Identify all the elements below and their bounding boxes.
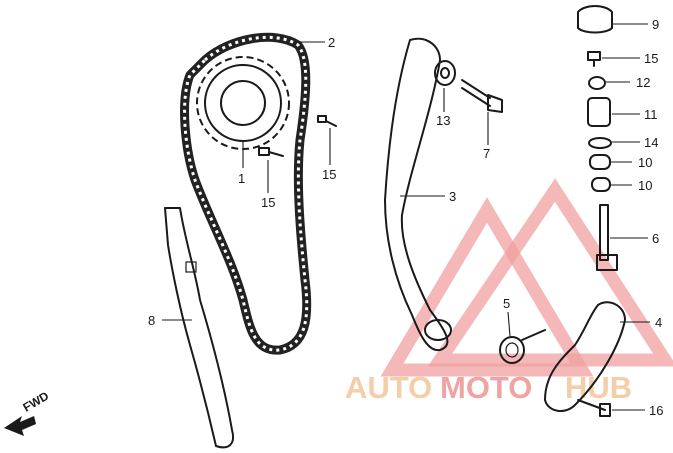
- watermark-auto: AUTO: [345, 370, 432, 405]
- watermark-logo: AUTO MOTO HUB: [345, 178, 673, 405]
- callout-10b: 10: [638, 178, 652, 193]
- washer-12: [588, 76, 606, 90]
- spring-5: [499, 329, 546, 364]
- bolt-15-right: [587, 51, 601, 67]
- cam-sprocket: [196, 56, 290, 150]
- callout-5: 5: [503, 296, 510, 311]
- cam-chain: [180, 32, 312, 355]
- callout-9: 9: [652, 17, 659, 32]
- lifter-body-11: [587, 97, 611, 127]
- callout-8: 8: [148, 313, 155, 328]
- bolt-16: [577, 399, 611, 417]
- sealing-washer-10a: [589, 154, 611, 170]
- callout-15c: 15: [644, 51, 658, 66]
- watermark-triangle-left: [380, 197, 594, 377]
- bolt-7: [461, 79, 503, 113]
- pushrod-6: [596, 204, 618, 271]
- callout-16: 16: [649, 403, 663, 418]
- callout-13: 13: [436, 113, 450, 128]
- watermark-moto: MOTO: [440, 370, 532, 405]
- sealing-washer-10b: [591, 177, 611, 192]
- tensioner-slipper: [384, 37, 452, 352]
- callout-15a: 15: [261, 195, 275, 210]
- fwd-label: FWD: [21, 389, 52, 415]
- callout-4: 4: [655, 315, 662, 330]
- callout-10a: 10: [638, 155, 652, 170]
- lifter-cap-9: [577, 5, 613, 34]
- callout-2: 2: [328, 35, 335, 50]
- callout-1: 1: [238, 171, 245, 186]
- sprocket-bolt-b: [317, 115, 337, 127]
- callout-15b: 15: [322, 167, 336, 182]
- washer-13: [434, 60, 456, 86]
- callout-14: 14: [644, 135, 658, 150]
- leader-lines: [162, 23, 650, 411]
- sprocket-bolt-a: [258, 147, 284, 157]
- watermark-triangle-right: [427, 178, 673, 367]
- callout-labels: 2 1 15 15 3 13 7 8 9 15 12 11 14 10 10 6…: [148, 17, 663, 418]
- o-ring-14: [588, 137, 612, 149]
- fwd-arrow-icon: [4, 416, 36, 436]
- callout-3: 3: [449, 189, 456, 204]
- callout-12: 12: [636, 75, 650, 90]
- callout-7: 7: [483, 146, 490, 161]
- callout-11: 11: [644, 107, 658, 122]
- chain-guide: [164, 207, 234, 449]
- tensioner-arm-4: [544, 301, 626, 412]
- callout-6: 6: [652, 231, 659, 246]
- forward-direction-marker: FWD: [4, 389, 51, 436]
